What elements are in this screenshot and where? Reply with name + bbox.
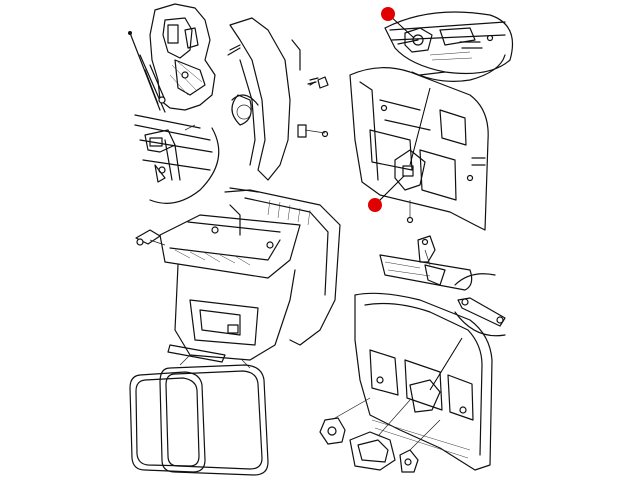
callout-dot-upper (381, 7, 395, 21)
hinge-strut-view (128, 3, 216, 113)
quarter-panel-view (227, 17, 329, 181)
body-latch-detail (134, 114, 220, 204)
vehicle-rear-view (135, 187, 341, 369)
striker-detail (379, 235, 496, 291)
latch-detail-inset (381, 7, 514, 76)
weatherstrip-seals (129, 364, 269, 476)
liftgate-inner-panel (307, 54, 506, 231)
liftgate-assembly-lower (319, 292, 506, 473)
callout-dot-middle (368, 198, 382, 212)
